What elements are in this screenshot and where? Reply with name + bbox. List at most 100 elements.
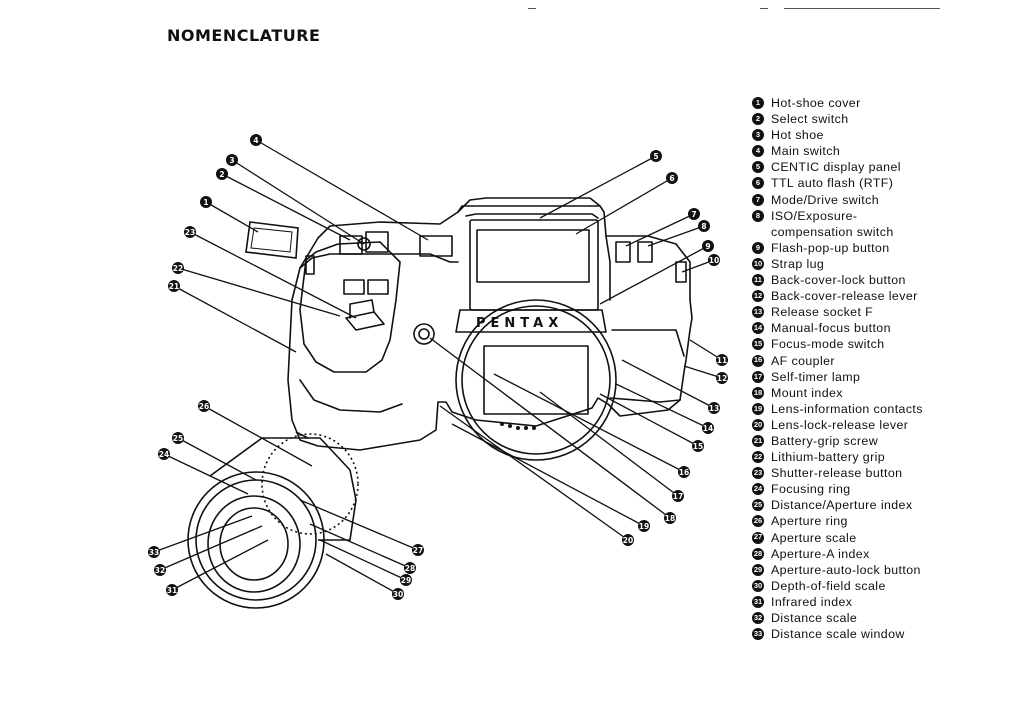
callout-5: 5 <box>650 150 662 162</box>
callout-7: 7 <box>688 208 700 220</box>
svg-text:26: 26 <box>199 402 209 411</box>
legend-number-badge: 19 <box>752 402 764 415</box>
legend-label: Distance/Aperture index <box>771 498 913 513</box>
callout-10: 10 <box>708 254 720 266</box>
callout-25: 25 <box>172 432 184 444</box>
shutter-release-button <box>345 311 385 331</box>
legend-label: Select switch <box>771 112 849 127</box>
callout-31: 31 <box>166 584 178 596</box>
legend-number-badge: 12 <box>752 290 764 303</box>
legend-label: Lithium-battery grip <box>771 450 886 465</box>
svg-text:16: 16 <box>679 468 689 477</box>
brand-name: PENTAX <box>476 316 563 331</box>
legend-number-badge: 11 <box>752 274 764 287</box>
legend-label: Hot shoe <box>771 128 824 143</box>
callout-1: 1 <box>200 196 212 208</box>
legend-number-badge: 1 <box>752 97 764 109</box>
legend-item: 7 Mode/Drive switch <box>752 192 1002 208</box>
legend-label: Focusing ring <box>771 482 851 497</box>
svg-text:20: 20 <box>623 536 633 545</box>
callout-22: 22 <box>172 262 184 274</box>
svg-text:23: 23 <box>185 228 195 237</box>
callout-3: 3 <box>226 154 238 166</box>
legend-label: Manual-focus button <box>771 321 891 336</box>
legend-item: 2 Select switch <box>752 111 1002 127</box>
svg-text:10: 10 <box>709 256 719 265</box>
legend-number-badge: 22 <box>752 451 764 464</box>
legend-item: 22 Lithium-battery grip <box>752 449 1002 465</box>
legend-label: Lens-lock-release lever <box>771 417 909 432</box>
svg-text:13: 13 <box>709 404 719 413</box>
legend-number-badge: 29 <box>752 563 764 576</box>
legend-number-badge: 14 <box>752 322 764 335</box>
legend-number-badge: 9 <box>752 241 764 254</box>
legend-item: 8 ISO/Exposure- compensation switch <box>752 208 1002 240</box>
svg-text:9: 9 <box>705 242 710 251</box>
hot-shoe-cover <box>245 221 299 259</box>
page-title: NOMENCLATURE <box>167 26 321 45</box>
legend-number-badge: 4 <box>752 145 764 158</box>
legend-label: TTL auto flash (RTF) <box>771 176 894 191</box>
up-button <box>343 279 365 295</box>
legend-label: Battery-grip screw <box>771 433 879 448</box>
svg-text:8: 8 <box>701 222 706 231</box>
legend-label: Strap lug <box>771 256 825 271</box>
legend-label: Aperture-A index <box>771 546 870 561</box>
legend-label: Mode/Drive switch <box>771 192 880 207</box>
legend-label: Distance scale <box>771 611 858 625</box>
svg-text:17: 17 <box>673 492 683 501</box>
callout-29: 29 <box>400 574 412 586</box>
svg-text:14: 14 <box>703 424 713 433</box>
lens-mount <box>455 299 617 461</box>
legend-number-badge: 3 <box>752 129 764 142</box>
legend-number-badge: 2 <box>752 113 764 126</box>
svg-text:19: 19 <box>639 522 649 531</box>
legend-label: Shutter-release button <box>771 466 903 481</box>
down-button <box>367 279 389 295</box>
legend-label: Aperture scale <box>771 530 857 545</box>
svg-text:21: 21 <box>169 282 179 291</box>
callout-30: 30 <box>392 588 404 600</box>
legend-label: Back-cover-release lever <box>771 289 918 304</box>
svg-text:32: 32 <box>155 566 165 575</box>
legend-label: Aperture ring <box>771 514 848 529</box>
main-switch <box>419 235 453 257</box>
legend-number-badge: 10 <box>752 257 764 270</box>
legend-label: Self-timer lamp <box>771 369 861 384</box>
self-timer-lamp <box>413 323 435 345</box>
svg-text:33: 33 <box>149 548 159 557</box>
callout-20: 20 <box>622 534 634 546</box>
legend-label: CENTIC display panel <box>771 160 901 175</box>
legend-number-badge: 7 <box>752 193 764 206</box>
legend-item: 3 Hot shoe <box>752 127 1002 143</box>
legend-label: Depth-of-field scale <box>771 578 886 593</box>
legend-number-badge: 24 <box>752 483 764 496</box>
svg-text:11: 11 <box>717 356 727 365</box>
callout-12: 12 <box>716 372 728 384</box>
callout-21: 21 <box>168 280 180 292</box>
legend-number-badge: 8 <box>752 209 764 222</box>
legend-number-badge: 13 <box>752 306 764 319</box>
svg-text:3: 3 <box>229 156 234 165</box>
legend-label: ISO/Exposure- compensation switch <box>771 208 894 239</box>
legend-number-badge: 17 <box>752 370 764 383</box>
centic-display-panel <box>469 219 599 311</box>
callout-26: 26 <box>198 400 210 412</box>
